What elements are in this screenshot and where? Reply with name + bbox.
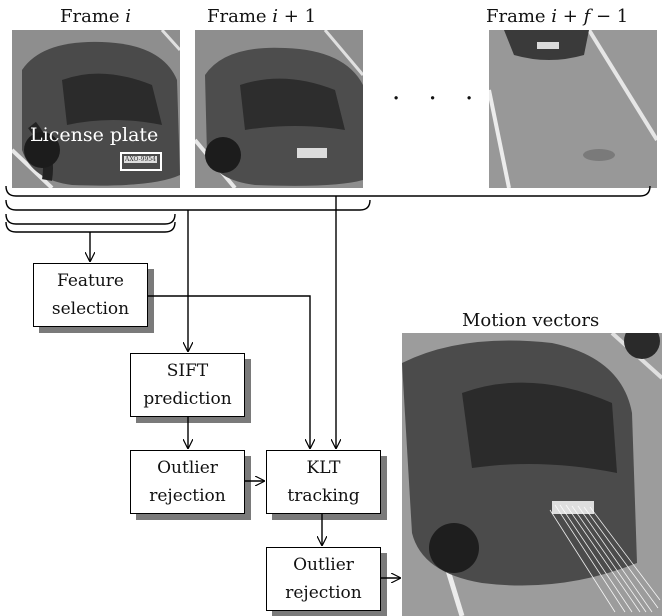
brace-frames-pair: [5, 199, 371, 211]
brace-frame-i: [5, 213, 176, 225]
outlier-rejection-box-1: Outlier rejection: [130, 450, 245, 514]
outlier-rejection-2-line2: rejection: [285, 583, 362, 603]
sift-prediction-line2: prediction: [143, 389, 232, 409]
klt-tracking-line2: tracking: [287, 486, 360, 506]
frame-i-plus-1-image: [195, 30, 363, 188]
sift-prediction-line1: SIFT: [166, 361, 209, 381]
license-plate-highlight-box: [120, 152, 162, 171]
frame-i-image: [12, 30, 180, 188]
outlier-rejection-box-2: Outlier rejection: [266, 547, 381, 611]
motion-vectors-title: Motion vectors: [462, 310, 600, 331]
frame-i-plus-f-minus-1-label: Frame i + f − 1: [486, 6, 629, 27]
license-plate-label: License plate: [30, 124, 159, 146]
motion-vector-lines: [549, 504, 661, 613]
feature-selection-line1: Feature: [56, 271, 124, 291]
ellipsis: · · ·: [392, 84, 484, 114]
klt-tracking-line1: KLT: [306, 458, 341, 478]
license-plate-text: AXO-9954: [124, 156, 157, 163]
outlier-rejection-2-line1: Outlier: [293, 555, 354, 575]
feature-selection-box: Feature selection: [33, 263, 148, 327]
brace-all-frames: [5, 185, 651, 197]
frame-i-plus-f-minus-1-image: [489, 30, 657, 188]
motion-vectors-image: [402, 333, 662, 616]
klt-tracking-box: KLT tracking: [266, 450, 381, 514]
frame-i-label: Frame i: [60, 6, 132, 27]
outlier-rejection-1-line2: rejection: [149, 486, 226, 506]
arrow-feature-to-klt: [148, 295, 310, 448]
outlier-rejection-1-line1: Outlier: [157, 458, 218, 478]
frame-i-plus-1-label: Frame i + 1: [207, 6, 317, 27]
feature-selection-line2: selection: [51, 299, 130, 319]
